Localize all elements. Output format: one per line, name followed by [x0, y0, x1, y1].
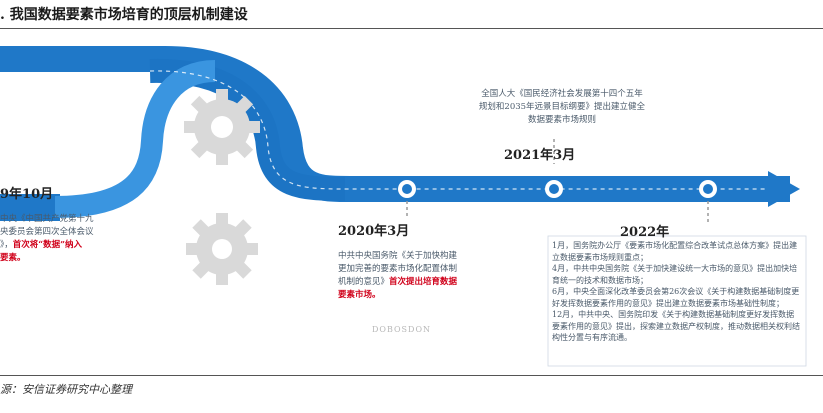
event-text-2020-highlight: 首次提出培育数据 要素市场。 — [338, 277, 458, 300]
event-text-2019-plain: 中央《中国共产党第十九 央委员会第四次全体会议 》， — [0, 214, 94, 250]
gear-icon-lower — [186, 213, 258, 285]
event-text-2020-plain: 中共中央国务院《关于加快构建 更加完善的要素市场化配置体制 机制的意见》 — [338, 251, 458, 287]
event-text-2022: 1月，国务院办公厅《要素市场化配置综合改革试点总体方案》提出建立数据要素市场规则… — [552, 240, 802, 344]
event-date-2020: 2020年3月 — [338, 224, 410, 239]
event-text-2020: 中共中央国务院《关于加快构建 更加完善的要素市场化配置体制 机制的意见》首次提出… — [338, 250, 483, 302]
figure-title: . 我国数据要素市场培育的顶层机制建设 — [0, 7, 248, 23]
s-lower-arc — [54, 60, 216, 218]
s-curve-ribbon — [0, 46, 790, 202]
ribbon-dash-line — [149, 70, 770, 190]
footer-divider — [0, 375, 823, 376]
event-text-2021: 全国人大《国民经济社会发展第十四个五年 规划和2035年远景目标纲要》提出建立健… — [478, 89, 646, 125]
arrow-head — [768, 171, 800, 207]
event-2022-item-2: 4月，中共中央国务院《关于加快建设统一大市场的意见》提出加快培育统一的技术和数据… — [552, 264, 798, 285]
watermark: DOBOSDON — [372, 325, 432, 334]
event-2022-item-4: 12月，中共中央、国务院印发《关于构建数据基础制度更好发挥数据要素作用的意见》提… — [552, 310, 800, 342]
timeline-flow-graphic — [0, 46, 807, 367]
event-text-2019: 中央《中国共产党第十九 央委员会第四次全体会议 》，首次将“数据”纳入 要素。 — [0, 213, 120, 265]
event-date-2021: 2021年3月 — [504, 148, 576, 163]
event-2022-item-3: 6月，中央全面深化改革委员会第26次会议《关于构建数据基础制度更好发挥数据要素作… — [552, 287, 800, 308]
timeline-node-2021 — [545, 180, 563, 198]
panel-2022-border — [547, 235, 807, 367]
left-arrow-ribbon — [0, 194, 60, 221]
event-date-2022: 2022年 — [620, 225, 670, 240]
event-date-2019: 9年10月 — [0, 187, 54, 202]
event-text-2019-highlight: 首次将“数据”纳入 要素。 — [0, 240, 83, 263]
source-note: 源：安信证券研究中心整理 — [0, 383, 132, 396]
timeline-node-2020 — [398, 180, 416, 198]
gear-icon-upper — [184, 89, 260, 165]
title-divider — [0, 28, 823, 29]
event-2022-item-1: 1月，国务院办公厅《要素市场化配置综合改革试点总体方案》提出建立数据要素市场规则… — [552, 241, 798, 262]
timeline-node-2022 — [699, 180, 717, 198]
